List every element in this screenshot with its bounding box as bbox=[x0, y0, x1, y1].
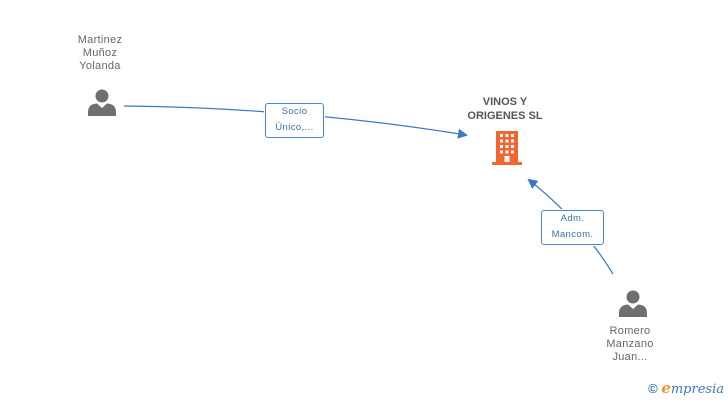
building-icon[interactable] bbox=[491, 131, 523, 165]
company-name[interactable]: VINOS Y ORIGENES SL bbox=[455, 95, 555, 123]
company-name-line: VINOS Y bbox=[482, 96, 528, 108]
person-name-line: Yolanda bbox=[79, 60, 121, 72]
company-name-line: ORIGENES SL bbox=[467, 110, 543, 122]
relation-label-line: Mancom. bbox=[551, 229, 594, 240]
person-icon[interactable] bbox=[618, 289, 648, 319]
person-name-martinez[interactable]: Martinez Muñoz Yolanda bbox=[60, 34, 140, 73]
person-name-line: Manzano bbox=[606, 338, 654, 350]
person-name-romero[interactable]: Romero Manzano Juan... bbox=[590, 325, 670, 364]
relation-label-line: Socio bbox=[281, 106, 308, 117]
relation-label-adm[interactable]: Adm. Mancom. bbox=[541, 210, 604, 245]
relation-label-socio[interactable]: Socio Único,... bbox=[265, 103, 324, 138]
relation-label-line: Adm. bbox=[560, 213, 585, 224]
brand-initial: e bbox=[661, 379, 671, 397]
person-name-line: Muñoz bbox=[82, 47, 118, 59]
copyright-symbol: © bbox=[648, 381, 658, 396]
relation-label-line: Único,... bbox=[275, 122, 314, 133]
person-name-line: Romero bbox=[609, 325, 651, 337]
person-icon[interactable] bbox=[87, 88, 117, 118]
empresia-logo: © empresia bbox=[648, 379, 724, 397]
person-name-line: Juan... bbox=[612, 351, 648, 363]
brand-name: mpresia bbox=[670, 382, 724, 397]
person-name-line: Martinez bbox=[77, 34, 123, 46]
